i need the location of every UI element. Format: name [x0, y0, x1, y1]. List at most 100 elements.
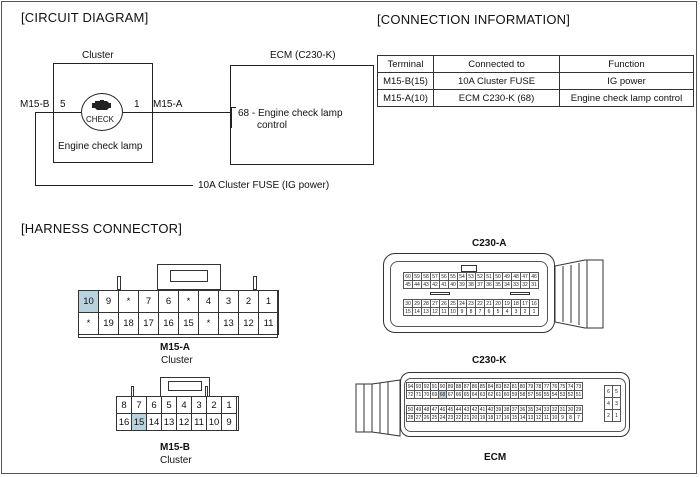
c230k-inner: [404, 378, 626, 432]
ecm-box: [230, 65, 374, 165]
harness-connector-heading: [HARNESS CONNECTOR]: [21, 221, 183, 236]
circuit-diagram-heading: [CIRCUIT DIAGRAM]: [21, 10, 149, 25]
fuse-label: 10A Cluster FUSE (IG power): [198, 180, 330, 191]
connector-pin: 4: [176, 396, 192, 414]
table-cell: 10A Cluster FUSE: [433, 72, 560, 90]
connector-pin: 3: [218, 290, 239, 313]
c230a-cable-boot: [555, 259, 604, 329]
table-cell: ECM C230-K (68): [433, 89, 560, 107]
connector-pin: 1: [258, 290, 279, 313]
c230k-sub: ECM: [484, 452, 507, 463]
connector-pin: 15: [178, 312, 199, 335]
pin-right-label: 1: [134, 99, 140, 110]
m15a-latch: [157, 264, 221, 290]
connector-pin: *: [118, 290, 139, 313]
connector-pin: 16: [116, 413, 132, 431]
conn-right-label: M15-A: [153, 99, 183, 110]
wire-fuse: [35, 185, 193, 186]
ecm-title: ECM (C230-K): [270, 50, 336, 61]
connection-table: Terminal Connected to Function M15-B(15)…: [377, 55, 694, 107]
c230a-key: [461, 265, 477, 272]
engine-icon: [92, 100, 111, 110]
connector-pin: 11: [258, 312, 279, 335]
connector-pin: 1: [529, 307, 539, 316]
connection-info-heading: [CONNECTION INFORMATION]: [377, 12, 571, 27]
ecm-pin-bracket: [231, 107, 236, 128]
table-row: M15-A(10) ECM C230-K (68) Engine check l…: [377, 89, 694, 107]
cluster-title: Cluster: [82, 50, 114, 61]
connector-pin: 11: [191, 413, 207, 431]
connector-pin: 17: [138, 312, 159, 335]
connector-pin: 13: [161, 413, 177, 431]
table-cell: IG power: [559, 72, 694, 90]
connector-pin: 3: [191, 396, 207, 414]
engine-lamp-circle: [81, 93, 123, 131]
c230a-name: C230-A: [472, 238, 507, 249]
m15b-sub: Cluster: [160, 455, 192, 466]
ecm-pin-label-2: control: [257, 120, 288, 131]
cluster-box: [53, 63, 153, 163]
connector-pin: *: [178, 290, 199, 313]
connector-pin: 4: [198, 290, 219, 313]
connector-pin: 2: [238, 290, 259, 313]
connector-pin: 9: [221, 413, 237, 431]
m15a-post: [253, 276, 257, 290]
c230a-slot: [510, 292, 530, 295]
connector-pin: 19: [98, 312, 119, 335]
c230k-name: C230-K: [472, 355, 507, 366]
table-header: Function: [559, 55, 694, 73]
connector-pin: 2: [206, 396, 222, 414]
conn-left-label: M15-B: [20, 99, 50, 110]
connector-pin: *: [198, 312, 219, 335]
c230a-slot: [430, 292, 450, 295]
table-header: Terminal: [377, 55, 434, 73]
connector-pin: 16: [158, 312, 179, 335]
connector-pin: *: [78, 312, 99, 335]
wire-right: [123, 112, 232, 113]
connector-pin: 18: [118, 312, 139, 335]
connector-pin: 9: [98, 290, 119, 313]
pin-left-label: 5: [60, 99, 66, 110]
m15a-post: [117, 276, 121, 290]
wire-left: [35, 112, 81, 113]
connector-pin: 31: [529, 280, 539, 289]
connector-pin: 12: [176, 413, 192, 431]
table-cell: M15-B(15): [377, 72, 434, 90]
connector-pin: 14: [146, 413, 162, 431]
m15a-latch-inner: [170, 270, 208, 282]
connector-pin: 8: [116, 396, 132, 414]
connector-pin: 13: [218, 312, 239, 335]
c230k-cable-boot: [355, 379, 401, 437]
connector-pin: 10: [78, 290, 99, 313]
table-cell: M15-A(10): [377, 89, 434, 107]
table-row: M15-B(15) 10A Cluster FUSE IG power: [377, 72, 694, 90]
ecm-pin-label: 68 - Engine check lamp: [238, 108, 343, 119]
m15a-sub: Cluster: [161, 355, 193, 366]
m15b-latch-inner: [168, 381, 202, 391]
connector-pin: 1: [612, 409, 621, 422]
check-badge: CHECK: [86, 115, 115, 124]
wire-left-vertical: [35, 112, 36, 185]
connector-pin: 12: [238, 312, 259, 335]
engine-check-lamp-label: Engine check lamp: [58, 141, 143, 152]
connector-pin: 6: [158, 290, 179, 313]
connector-pin: 6: [146, 396, 162, 414]
connector-pin: 15: [131, 413, 147, 431]
connector-pin: 10: [206, 413, 222, 431]
connector-pin: 7: [138, 290, 159, 313]
m15a-name: M15-A: [160, 342, 191, 353]
connector-pin: 7: [131, 396, 147, 414]
table-cell: Engine check lamp control: [559, 89, 694, 107]
connector-pin: 51: [574, 390, 583, 399]
c230a-inner: [390, 261, 548, 327]
connector-pin: 1: [221, 396, 237, 414]
m15b-name: M15-B: [160, 442, 191, 453]
